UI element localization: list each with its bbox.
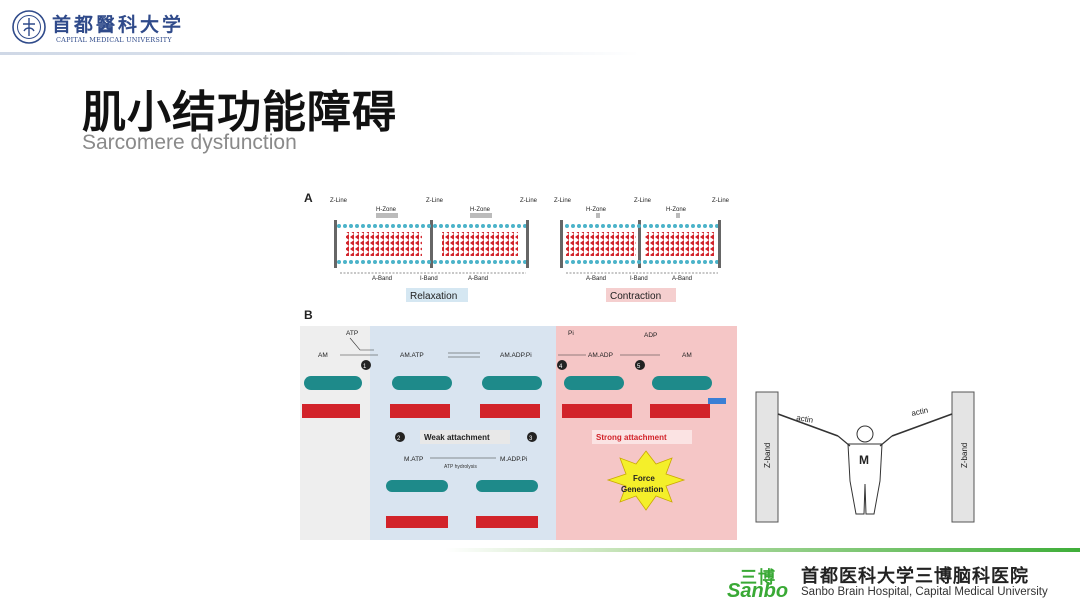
svg-text:AM: AM	[682, 352, 692, 359]
svg-text:A-Band: A-Band	[672, 276, 692, 282]
svg-text:5: 5	[637, 364, 641, 370]
svg-text:Z-Line: Z-Line	[520, 198, 538, 204]
svg-text:M: M	[859, 453, 869, 467]
force-generation-star	[606, 450, 686, 511]
university-seal-icon	[12, 10, 46, 44]
svg-text:Z-Line: Z-Line	[634, 198, 652, 204]
svg-text:Z-Line: Z-Line	[330, 198, 348, 204]
weak-attachment-label: Weak attachment	[424, 433, 490, 442]
svg-text:A-Band: A-Band	[372, 276, 392, 282]
svg-text:Generation: Generation	[621, 485, 663, 494]
svg-text:actin: actin	[796, 413, 814, 425]
svg-text:Z-Line: Z-Line	[712, 198, 730, 204]
svg-text:3: 3	[529, 436, 533, 442]
university-name-cn: 首都醫科大学	[52, 14, 185, 36]
free-myosin-row	[386, 480, 538, 528]
svg-text:H-Zone: H-Zone	[470, 207, 491, 213]
svg-text:AM.ADP: AM.ADP	[588, 352, 613, 359]
contracted-sarcomere: Z-Line Z-Line Z-Line H-Zone H-Zone A-Ban…	[554, 198, 730, 302]
relaxed-sarcomere: Z-Line Z-Line Z-Line H-Zone H-Zone A-Ban…	[330, 198, 538, 302]
svg-text:Force: Force	[633, 474, 655, 483]
svg-text:A-Band: A-Band	[468, 276, 488, 282]
svg-text:H-Zone: H-Zone	[666, 207, 687, 213]
relaxation-label: Relaxation	[410, 291, 457, 302]
slide-subtitle: Sarcomere dysfunction	[82, 131, 297, 154]
svg-text:I-Band: I-Band	[630, 276, 648, 282]
panel-a-label: A	[304, 191, 313, 205]
z-band-right-label: Z-band	[960, 443, 969, 468]
strong-attachment-label: Strong attachment	[596, 433, 667, 442]
myosin-heads-row	[302, 376, 726, 418]
svg-text:Pi: Pi	[568, 330, 574, 337]
svg-text:Z-Line: Z-Line	[554, 198, 572, 204]
slide-title: 肌小结功能障碍	[82, 87, 397, 138]
z-band-left-label: Z-band	[763, 443, 772, 468]
sanbo-logo-en: Sanbo	[727, 580, 789, 602]
svg-text:AM.ADP.Pi: AM.ADP.Pi	[500, 352, 532, 359]
svg-text:M.ADP.Pi: M.ADP.Pi	[500, 456, 527, 463]
svg-text:I-Band: I-Band	[420, 276, 438, 282]
svg-text:A-Band: A-Band	[586, 276, 606, 282]
svg-text:AM.ATP: AM.ATP	[400, 352, 424, 359]
svg-text:4: 4	[559, 364, 563, 370]
svg-text:ATP: ATP	[346, 330, 358, 337]
z-band-analogy-figure: actin actin M Z-band Z-band	[752, 386, 980, 524]
header-divider	[0, 52, 640, 55]
svg-text:H-Zone: H-Zone	[586, 207, 607, 213]
contraction-label: Contraction	[610, 291, 661, 302]
svg-text:actin: actin	[911, 406, 929, 418]
svg-text:H-Zone: H-Zone	[376, 207, 397, 213]
svg-text:Z-Line: Z-Line	[426, 198, 444, 204]
hospital-name-cn: 首都医科大学三博脑科医院	[801, 566, 1029, 587]
sanbo-logo-cn: 三博	[740, 568, 776, 588]
svg-text:ADP: ADP	[644, 332, 657, 339]
hospital-name-en: Sanbo Brain Hospital, Capital Medical Un…	[801, 586, 1048, 598]
svg-text:2: 2	[397, 436, 401, 442]
svg-text:1: 1	[363, 364, 367, 370]
cross-bridge-cycle-figure-b: B ATP AM 1 AM.ATP AM.ADP.Pi Pi 4 AM.ADP …	[300, 308, 737, 540]
footer-divider	[445, 548, 1080, 552]
svg-text:AM: AM	[318, 352, 328, 359]
university-name-en: CAPITAL MEDICAL UNIVERSITY	[56, 36, 172, 44]
panel-b-label: B	[304, 308, 313, 322]
sarcomere-figure-a: A Z-Line Z-Line Z-Line H-Zone H-Zone A-B…	[300, 180, 745, 308]
svg-text:M.ATP: M.ATP	[404, 456, 423, 463]
svg-text:ATP hydrolysis: ATP hydrolysis	[444, 464, 477, 470]
